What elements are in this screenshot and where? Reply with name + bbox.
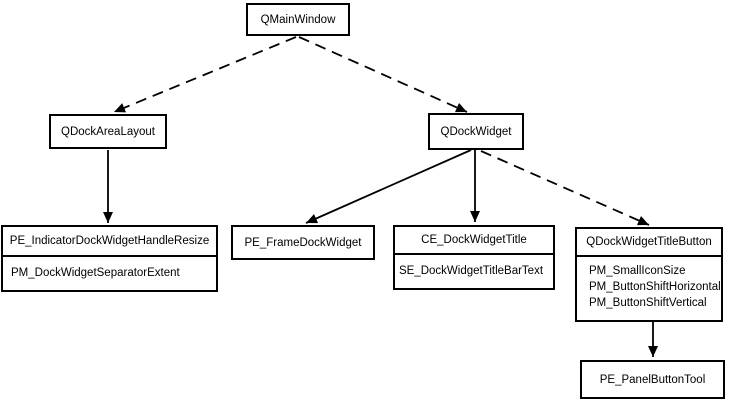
attr-pm-dockwidgetseparatorextent: PM_DockWidgetSeparatorExtent — [11, 266, 180, 279]
node-pe-panelbuttontool: PE_PanelButtonTool — [580, 360, 725, 399]
node-qdockarealayout-label: QDockAreaLayout — [61, 125, 155, 138]
node-pe-framedockwidget-label: PE_FrameDockWidget — [244, 236, 362, 249]
node-ce-dockwidgettitle-title: CE_DockWidgetTitle — [395, 227, 553, 255]
node-qdockarealayout: QDockAreaLayout — [49, 114, 167, 149]
attr-pm-buttonshifthorizontal: PM_ButtonShiftHorizontal — [589, 281, 721, 293]
attr-pm-smalliconsize: PM_SmallIconSize — [589, 265, 686, 277]
node-qdockwidgettitlebutton-attrs: PM_SmallIconSize PM_ButtonShiftHorizonta… — [577, 257, 721, 318]
edge-qdockwidget-to-titlebutton-dashed — [480, 150, 650, 226]
edge-qmainwindow-to-qdockarealayout-dashed — [113, 36, 297, 113]
node-ce-dockwidgettitle: CE_DockWidgetTitle SE_DockWidgetTitleBar… — [393, 225, 555, 290]
node-indicator-attrs: PM_DockWidgetSeparatorExtent — [3, 257, 216, 288]
node-qdockwidget: QDockWidget — [428, 113, 524, 150]
node-dockarealayout-style-elements: PE_IndicatorDockWidgetHandleResize PM_Do… — [1, 225, 218, 292]
edge-qmainwindow-to-qdockwidget-dashed — [298, 36, 468, 113]
node-pe-framedockwidget: PE_FrameDockWidget — [231, 225, 375, 260]
attr-se-dockwidgettitlebartext: SE_DockWidgetTitleBarText — [399, 264, 544, 277]
edge-qdockwidget-to-framedockwidget-solid — [305, 149, 472, 224]
attr-pm-buttonshiftvertical: PM_ButtonShiftVertical — [589, 297, 707, 309]
node-ce-dockwidgettitle-attrs: SE_DockWidgetTitleBarText — [395, 255, 553, 286]
node-qdockwidgettitlebutton-title: QDockWidgetTitleButton — [577, 229, 721, 257]
node-qdockwidgettitlebutton: QDockWidgetTitleButton PM_SmallIconSize … — [575, 227, 723, 322]
node-indicator-title: PE_IndicatorDockWidgetHandleResize — [3, 227, 216, 257]
node-qmainwindow: QMainWindow — [246, 3, 350, 36]
node-pe-panelbuttontool-label: PE_PanelButtonTool — [599, 373, 706, 386]
node-qdockwidget-label: QDockWidget — [440, 125, 512, 138]
node-qmainwindow-label: QMainWindow — [260, 13, 336, 26]
